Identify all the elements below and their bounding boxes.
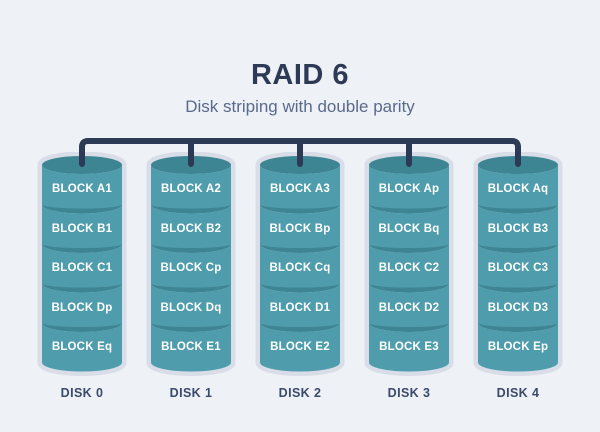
block-label: BLOCK Dp [51,301,113,314]
block-label: BLOCK B1 [51,222,113,235]
block-label: BLOCK E1 [161,341,221,353]
block-label: BLOCK C1 [51,262,113,274]
block-label: BLOCK Aq [487,183,549,195]
block-label: BLOCK B3 [487,222,549,235]
disk-column-3: BLOCK Ap BLOCK Bq BLOCK C2 BLOCK D2 BLOC… [361,152,457,414]
block-label: BLOCK C2 [378,262,440,274]
block-label: BLOCK A2 [161,183,221,195]
block-label: BLOCK C3 [487,262,549,274]
block-label: BLOCK D2 [378,301,440,314]
disk-label: DISK 0 [60,386,104,400]
disk-column-2: BLOCK A3 BLOCK Bp BLOCK Cq BLOCK D1 BLOC… [252,152,348,414]
disk-column-1: BLOCK A2 BLOCK B2 BLOCK Cp BLOCK Dq BLOC… [143,152,239,414]
disk-label: DISK 1 [169,386,213,400]
block-label: BLOCK Ap [378,183,440,195]
disk-column-4: BLOCK Aq BLOCK B3 BLOCK C3 BLOCK D3 BLOC… [470,152,566,414]
block-label: BLOCK Eq [51,341,113,353]
block-label: BLOCK Cp [160,262,222,274]
block-label: BLOCK Dq [160,301,222,314]
disk-label: DISK 3 [387,386,431,400]
page-subtitle: Disk striping with double parity [185,97,415,116]
block-label: BLOCK E3 [379,341,439,353]
disk-row: BLOCK A1 BLOCK B1 BLOCK C1 BLOCK Dp BLOC… [0,152,600,414]
block-label: BLOCK D1 [269,301,331,314]
block-label: BLOCK A3 [270,183,330,195]
block-label: BLOCK B2 [160,222,222,235]
block-label: BLOCK Bp [269,222,331,235]
block-label: BLOCK E2 [270,341,330,353]
block-label: BLOCK A1 [52,183,112,195]
page-title: RAID 6 [250,59,350,92]
block-label: BLOCK Bq [378,222,440,235]
block-label: BLOCK D3 [487,301,549,314]
block-label: BLOCK Cq [269,262,331,274]
disk-label: DISK 2 [278,386,322,400]
block-label: BLOCK Ep [487,341,549,353]
disk-column-0: BLOCK A1 BLOCK B1 BLOCK C1 BLOCK Dp BLOC… [34,152,130,414]
disk-label: DISK 4 [496,386,540,400]
